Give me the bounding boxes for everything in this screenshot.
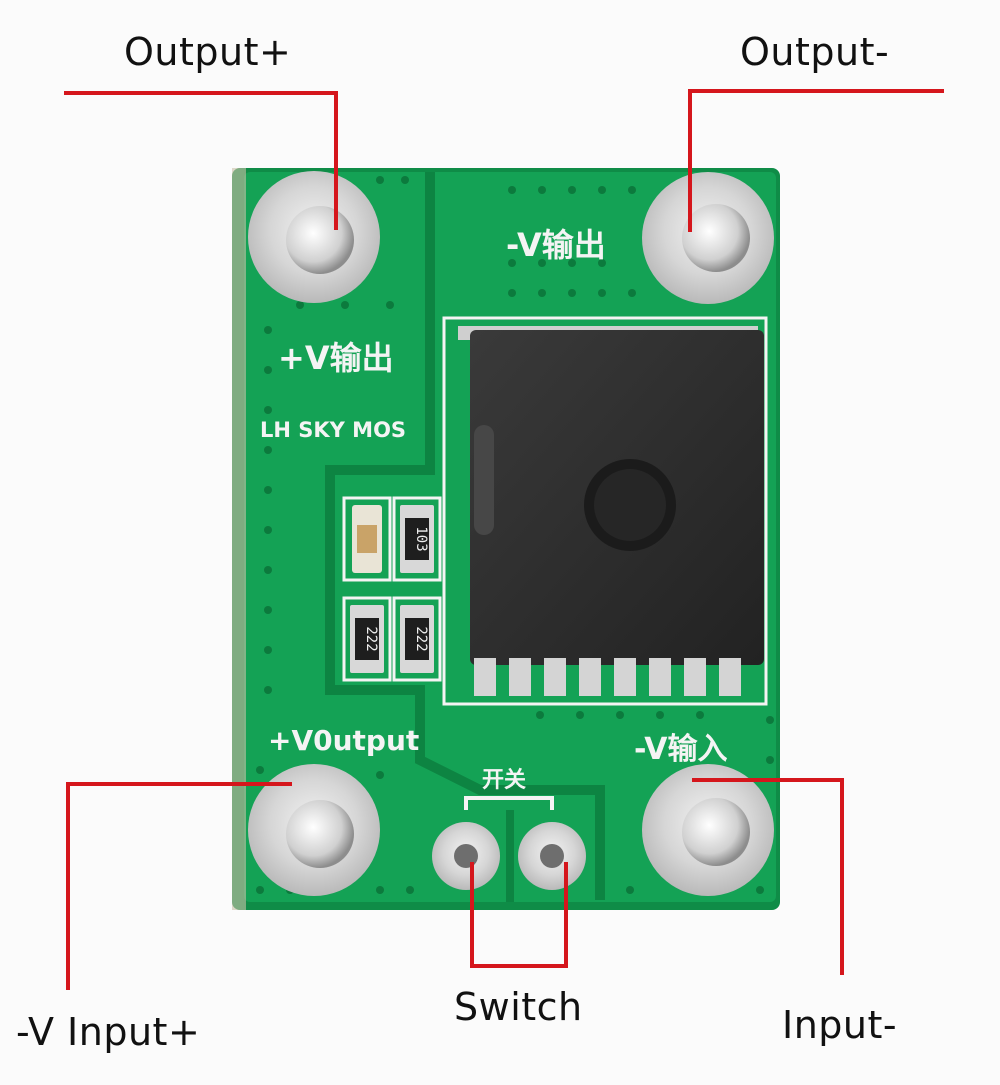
silk-v-output-minus: -V输出: [506, 226, 606, 264]
label-input-minus: Input-: [782, 1003, 898, 1047]
pad-switch-2: [518, 822, 586, 890]
callout-line-switch: [470, 862, 568, 968]
mosfet-pins: [474, 658, 741, 696]
label-input-plus: -V Input+: [16, 1010, 201, 1054]
callout-line-output-plus: [64, 91, 338, 230]
smd-resistor-2: [342, 596, 392, 682]
pad-output-plus: [248, 171, 380, 303]
pad-input-minus: [642, 764, 774, 896]
silk-switch-cn: 开关: [482, 768, 527, 793]
label-output-plus: Output+: [124, 30, 292, 74]
silk-v-input: -V输入: [634, 732, 728, 767]
silk-v-output-en: +V0utput: [268, 724, 420, 757]
pad-input-plus: [248, 764, 380, 896]
mosfet-chip: [442, 316, 768, 706]
resistor-3-code: 222: [413, 626, 429, 651]
callout-line-input-plus: [66, 782, 292, 990]
switch-silk-bracket: [464, 796, 554, 810]
callout-line-output-minus: [688, 89, 944, 232]
silk-brand: LH SKY MOS: [260, 418, 407, 442]
label-switch: Switch: [454, 985, 583, 1029]
label-output-minus: Output-: [740, 30, 890, 74]
smd-led: [342, 496, 392, 582]
callout-lines: [64, 89, 944, 990]
resistor-1-code: 103: [413, 526, 429, 551]
silk-v-output-plus: +V输出: [278, 339, 394, 377]
smd-resistor-3: [392, 596, 442, 682]
callout-line-input-minus: [692, 778, 844, 975]
pad-output-minus: [642, 172, 774, 304]
pad-switch-1: [432, 822, 500, 890]
smd-resistor-1: [392, 496, 442, 582]
resistor-2-code: 222: [363, 626, 379, 651]
via-pattern: [256, 176, 774, 894]
